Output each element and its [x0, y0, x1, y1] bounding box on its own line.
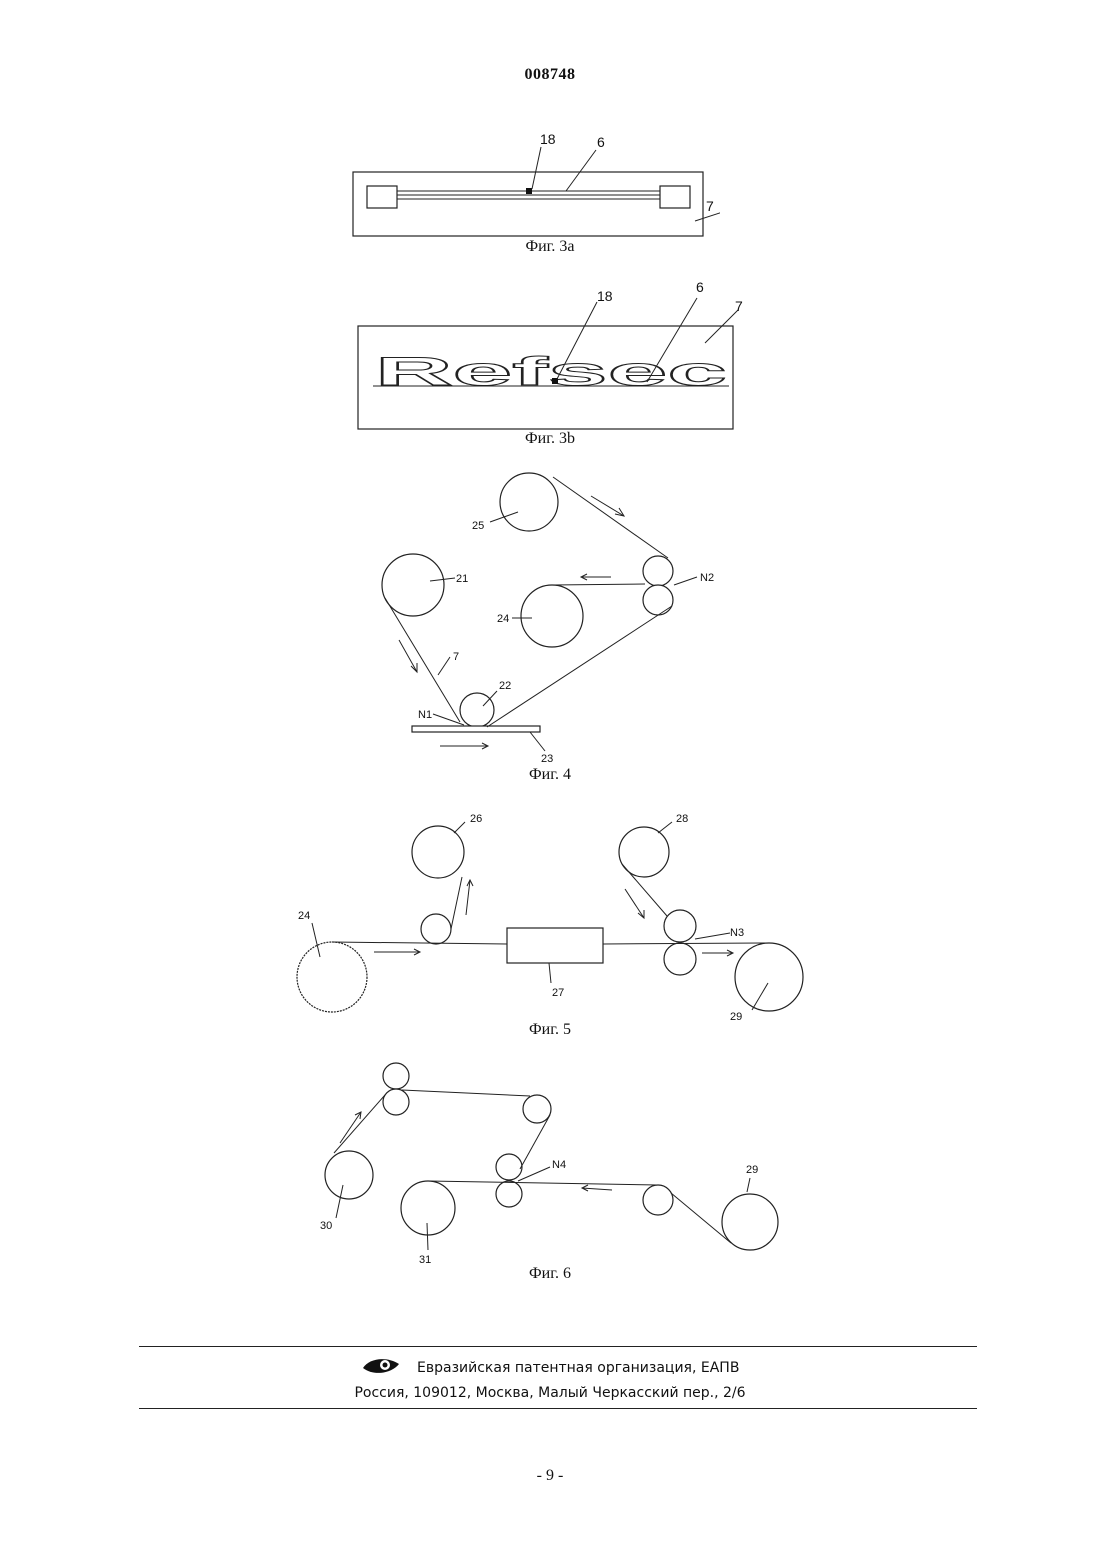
label-6: 6 — [696, 280, 704, 295]
figure-3b: Refsec 18 6 7 — [345, 280, 745, 432]
label-24: 24 — [298, 910, 310, 922]
label-30: 30 — [320, 1220, 332, 1232]
label-7: 7 — [735, 298, 743, 314]
nip-roller-top-upper — [383, 1063, 409, 1089]
page-number: - 9 - — [0, 1467, 1100, 1485]
label-29: 29 — [730, 1011, 742, 1023]
roller-31 — [401, 1181, 455, 1235]
footer-rule-top — [139, 1346, 977, 1347]
guide-roller-right-bottom — [643, 1185, 673, 1215]
label-27: 27 — [552, 987, 564, 999]
label-6: 6 — [597, 134, 605, 150]
nip-roller-upper — [664, 910, 696, 942]
roller-24 — [297, 942, 367, 1012]
roller-24 — [521, 585, 583, 647]
label-22: 22 — [499, 680, 511, 692]
substrate-outline — [353, 172, 703, 236]
label-21: 21 — [456, 573, 468, 585]
figure-6: N4 29 30 31 — [0, 1055, 1100, 1270]
figure-3a: 18 6 7 — [340, 125, 720, 240]
figure-5: 26 28 24 N3 27 29 — [0, 805, 1100, 1025]
label-N2: N2 — [700, 572, 714, 584]
label-25: 25 — [472, 520, 484, 532]
footer-org-text: Евразийская патентная организация, ЕАПВ — [417, 1360, 739, 1376]
label-7: 7 — [706, 198, 714, 214]
roller-21 — [382, 554, 444, 616]
nip-roller-upper — [643, 556, 673, 586]
label-31: 31 — [419, 1254, 431, 1266]
nip-roller-N4-lower — [496, 1181, 522, 1207]
label-N1: N1 — [418, 709, 432, 721]
caption-fig6: Фиг. 6 — [450, 1265, 650, 1283]
label-18: 18 — [597, 288, 613, 304]
roller-30 — [325, 1151, 373, 1199]
footer-address: Россия, 109012, Москва, Малый Черкасский… — [0, 1385, 1100, 1401]
label-N3: N3 — [730, 927, 744, 939]
marker-18 — [526, 188, 532, 194]
guide-roller-left — [421, 914, 451, 944]
nip-roller-lower — [643, 585, 673, 615]
caption-fig4: Фиг. 4 — [450, 766, 650, 784]
roller-29 — [735, 943, 803, 1011]
nip-roller-N4-upper — [496, 1154, 522, 1180]
nip-roller-top-lower — [383, 1089, 409, 1115]
label-18: 18 — [540, 131, 556, 147]
nip-roller-lower — [664, 943, 696, 975]
footer-rule-bottom — [139, 1408, 977, 1409]
footer-org-line: Евразийская патентная организация, ЕАПВ — [0, 1356, 1100, 1380]
label-7: 7 — [453, 651, 459, 663]
guide-roller-right-top — [523, 1095, 551, 1123]
roller-22 — [460, 693, 494, 727]
label-28: 28 — [676, 813, 688, 825]
label-N4: N4 — [552, 1159, 566, 1171]
figure-4: 25 21 24 N2 7 22 N1 23 — [0, 460, 1100, 770]
label-26: 26 — [470, 813, 482, 825]
caption-fig5: Фиг. 5 — [450, 1021, 650, 1039]
label-29: 29 — [746, 1164, 758, 1176]
end-block-left — [367, 186, 397, 208]
caption-fig3a: Фиг. 3а — [450, 238, 650, 256]
roller-26 — [412, 826, 464, 878]
caption-fig3b: Фиг. 3b — [450, 430, 650, 448]
roller-25 — [500, 473, 558, 531]
plate-23 — [412, 726, 540, 732]
roller-29 — [722, 1194, 778, 1250]
eapo-logo-icon — [361, 1356, 401, 1380]
unit-27 — [507, 928, 603, 963]
logo-lettering: Refsec — [375, 350, 727, 394]
label-23: 23 — [541, 753, 553, 765]
end-block-right — [660, 186, 690, 208]
label-24: 24 — [497, 613, 509, 625]
document-number: 008748 — [0, 66, 1100, 84]
